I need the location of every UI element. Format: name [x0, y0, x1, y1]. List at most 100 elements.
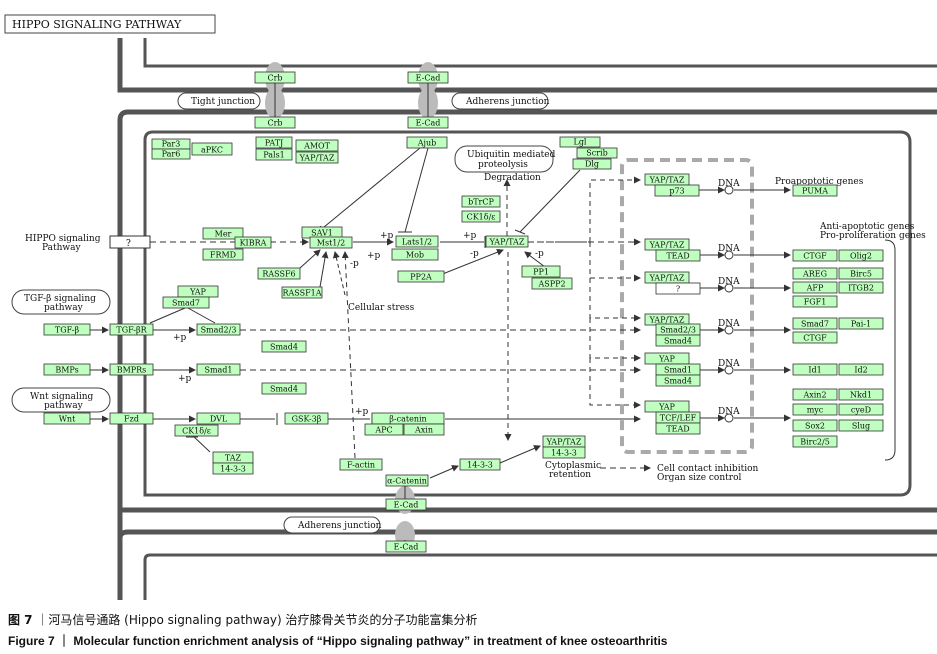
- gene-box: [202, 227, 244, 240]
- gene-box: [838, 249, 884, 262]
- gene-node-ck1: CK1δ/ε: [461, 210, 501, 223]
- caption-cn-number: 图 7: [8, 613, 33, 627]
- hippo-pathway-diagram: HIPPO SIGNALING PATHWAY: [4, 14, 937, 600]
- gene-box: [838, 363, 884, 376]
- caption-cn-text: ｜河马信号通路 (Hippo signaling pathway) 治疗膝骨关节…: [36, 613, 478, 627]
- gene-box: [385, 498, 427, 511]
- gene-node-acat: α-Catenin: [385, 474, 429, 487]
- gene-box: [838, 317, 884, 330]
- gene-box: [43, 363, 91, 376]
- label-minus-p-3: -p: [535, 249, 544, 259]
- label-dna-1: DNA: [718, 179, 740, 189]
- gene-node-dvl: DVL: [196, 412, 241, 425]
- cell-membranes: [117, 38, 937, 600]
- gene-node-pals1: Pals1: [255, 148, 293, 161]
- gene-label: AMOT: [303, 142, 331, 151]
- gene-label: Smad1: [204, 366, 232, 375]
- gene-node-p1433a: 14-3-3: [212, 462, 254, 475]
- gene-node-yaptaz-main: YAP/TAZ: [485, 235, 529, 248]
- gene-node-amot: AMOT: [295, 139, 339, 152]
- gene-label: Axin: [414, 426, 433, 435]
- gene-box: [655, 334, 701, 347]
- gene-node-cyed: cyeD: [838, 403, 884, 416]
- gene-node-fzd: Fzd: [109, 412, 154, 425]
- gene-node-sox2: Sox2: [792, 419, 838, 432]
- gene-box: [281, 286, 323, 299]
- gene-label: TGF-βR: [116, 326, 147, 335]
- label-contact-inhibition: Cell contact inhibition: [657, 464, 758, 474]
- gene-node-bmps: BMPs: [43, 363, 91, 376]
- gene-label: TCF/LEF: [660, 414, 697, 423]
- gene-label: Pals1: [263, 151, 285, 160]
- gene-label: Mst1/2: [317, 239, 345, 248]
- gene-label: Smad7: [172, 299, 200, 308]
- gene-node-pp2a: PP2A: [397, 270, 445, 283]
- gene-node-n-yap6: YAP: [644, 400, 690, 413]
- gene-label: YAP/TAZ: [649, 176, 685, 185]
- gene-label: TEAD: [666, 252, 689, 261]
- gene-label: 14-3-3: [467, 461, 493, 470]
- gene-label: YAP/TAZ: [546, 438, 582, 447]
- gene-box: [838, 388, 884, 401]
- gene-node-myc: myc: [792, 403, 838, 416]
- gene-node-lats: Lats1/2: [395, 235, 439, 248]
- gene-box: [521, 265, 561, 278]
- gene-box: [407, 71, 449, 84]
- gene-label: AREG: [802, 270, 827, 279]
- gene-box: [792, 317, 838, 330]
- gene-box: [397, 270, 445, 283]
- gene-label: Dlg: [585, 160, 599, 169]
- gene-label: CK1δ/ε: [467, 213, 496, 222]
- gene-box: [196, 323, 241, 336]
- gene-node-n-q: ?: [655, 282, 701, 295]
- gene-label: E-Cad: [394, 501, 419, 510]
- gene-node-smad4-b: Smad4: [261, 382, 307, 395]
- gene-label: ASPP2: [537, 280, 565, 289]
- gene-node-sav1: SAV1: [301, 226, 343, 239]
- diagram-title: HIPPO SIGNALING PATHWAY: [4, 14, 216, 34]
- label-dna-3: DNA: [718, 277, 740, 287]
- gene-box: [792, 281, 838, 294]
- gene-node-par3: Par3: [151, 138, 191, 150]
- gene-box: [196, 363, 241, 376]
- gene-label: BMPs: [55, 366, 78, 375]
- gene-label: Birc2/5: [800, 438, 830, 447]
- gene-label: PATJ: [265, 139, 284, 148]
- gene-node-n-yaptaz2: YAP/TAZ: [644, 238, 690, 251]
- gene-label: Crb: [267, 119, 282, 128]
- gene-node-n-yap5: YAP: [644, 352, 690, 365]
- gene-label: SAV1: [311, 229, 333, 238]
- gene-label: FRMD: [210, 251, 236, 260]
- gene-node-n-yaptaz1: YAP/TAZ: [644, 173, 690, 186]
- gene-node-bmprs: BMPRs: [109, 363, 154, 376]
- label-hippo: HIPPO signaling: [25, 234, 101, 244]
- gene-box: [572, 158, 612, 170]
- gene-label: RASSF6: [262, 270, 295, 279]
- gene-node-axin: Axin: [403, 423, 445, 436]
- gene-box: [151, 148, 191, 160]
- gene-node-mob: Mob: [391, 248, 439, 261]
- label-plus-p-1: +p: [380, 231, 394, 241]
- gene-node-n-yaptaz4: YAP/TAZ: [644, 313, 690, 326]
- gene-node-apc: APC: [364, 423, 404, 436]
- gene-box: [792, 184, 838, 197]
- gene-box: [542, 446, 586, 459]
- label-dna-2: DNA: [718, 244, 740, 254]
- label-tgf-pathway: TGF-β signaling: [24, 294, 96, 304]
- gene-label: Axin2: [802, 391, 826, 400]
- gene-box: [385, 540, 427, 553]
- gene-box: [109, 363, 154, 376]
- gene-box: [403, 423, 445, 436]
- gene-node-rassf6: RASSF6: [257, 267, 301, 280]
- gene-node-puma: PUMA: [792, 184, 838, 197]
- gene-label: ITGB2: [848, 284, 874, 293]
- gene-label: Lgl: [574, 138, 587, 147]
- gene-box: [339, 458, 383, 471]
- dna-markers: [724, 185, 734, 423]
- gene-node-birc5: Birc5: [838, 267, 884, 280]
- gene-node-yaptaz-cyto: YAP/TAZ: [542, 435, 586, 448]
- gene-box: [295, 151, 339, 164]
- title-text: HIPPO SIGNALING PATHWAY: [12, 18, 182, 31]
- gene-box: [655, 422, 701, 435]
- label-tgf-pathway2: pathway: [44, 303, 84, 313]
